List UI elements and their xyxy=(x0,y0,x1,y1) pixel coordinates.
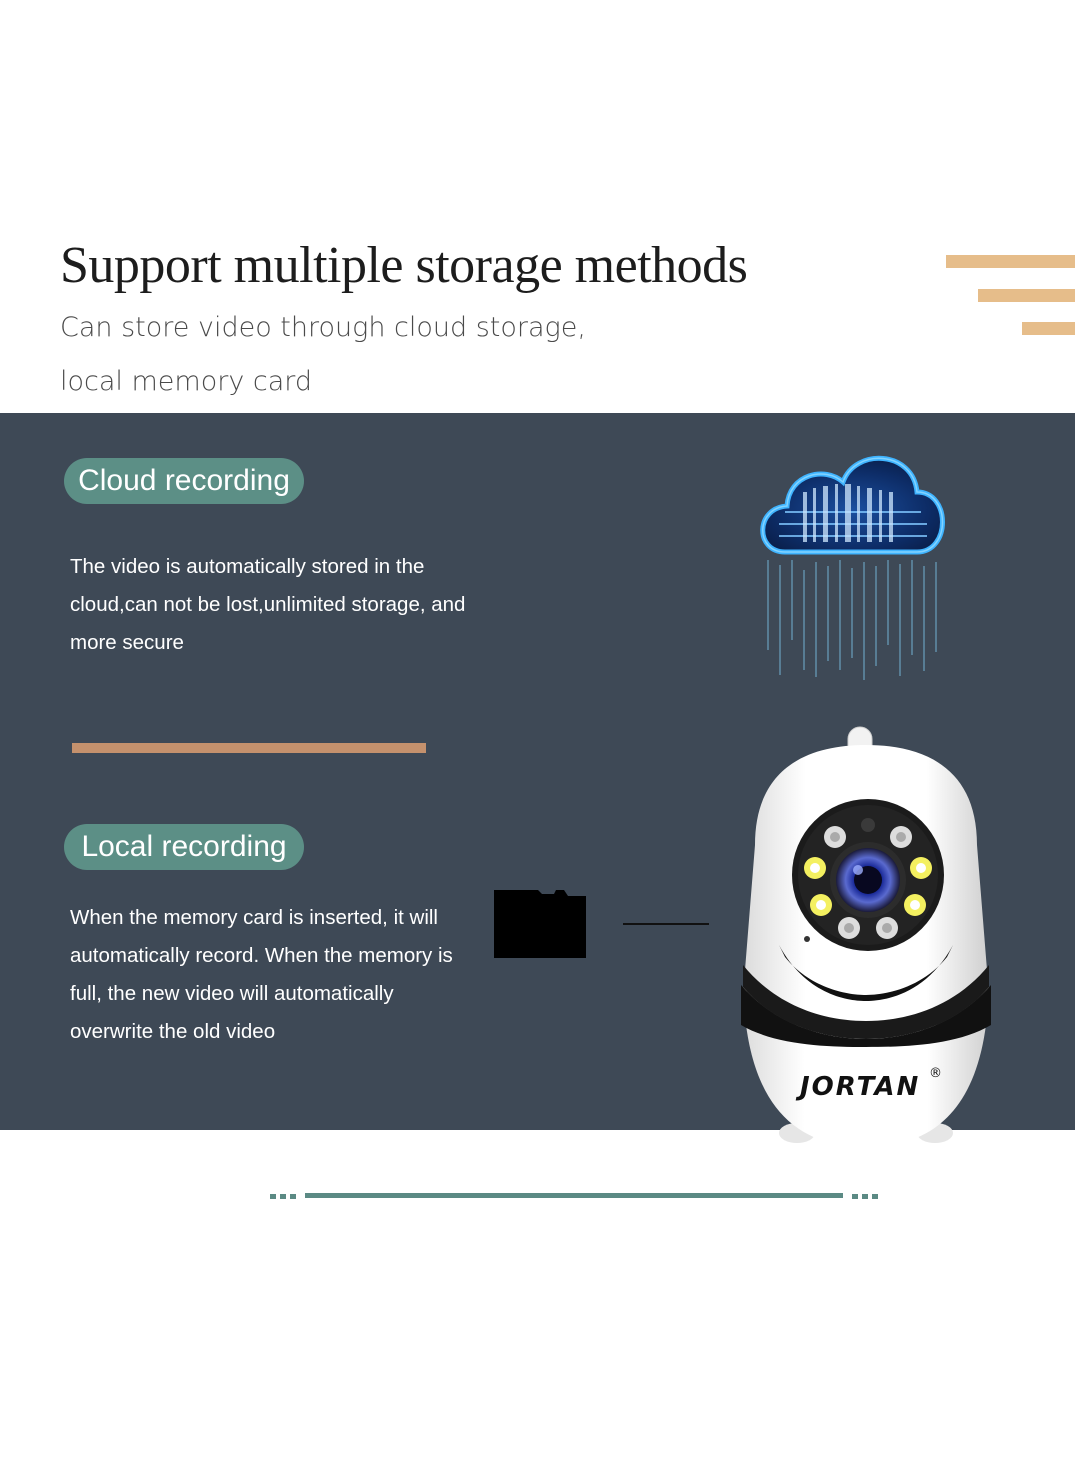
section-divider xyxy=(72,743,426,753)
cloud-storage-icon xyxy=(760,456,945,680)
page-title: Support multiple storage methods xyxy=(60,237,748,294)
bottom-decorative-line xyxy=(270,1193,878,1199)
memory-card-icon xyxy=(494,890,586,958)
subtitle-line-2: local memory card xyxy=(60,366,313,397)
decorative-stripe xyxy=(946,255,1075,268)
local-recording-label: Local recording xyxy=(64,824,304,870)
registered-mark: ® xyxy=(929,1066,942,1081)
cloud-recording-label: Cloud recording xyxy=(64,458,304,504)
security-camera-image xyxy=(741,726,991,1147)
local-recording-description: When the memory card is inserted, it wil… xyxy=(70,906,453,1043)
connector-line xyxy=(623,923,709,925)
brand-logo: JORTAN xyxy=(800,1072,921,1102)
decorative-stripe xyxy=(1022,322,1075,335)
subtitle-line-1: Can store video through cloud storage, xyxy=(60,312,586,343)
decorative-stripe xyxy=(978,289,1075,302)
cloud-recording-description: The video is automatically stored in the… xyxy=(70,555,466,654)
